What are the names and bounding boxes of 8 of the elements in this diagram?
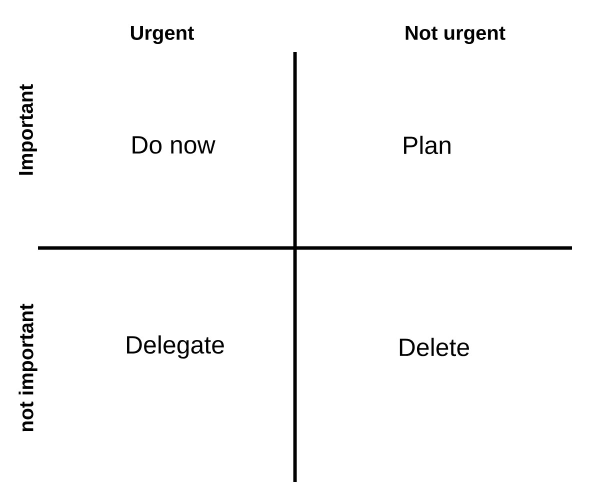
quadrant-label: Delete <box>400 338 470 356</box>
row-heading: Important <box>19 84 37 175</box>
row-heading: not important <box>18 304 38 432</box>
column-heading: Not urgent <box>406 26 506 44</box>
column-heading: Urgent <box>131 26 194 44</box>
quadrant-label: Delegate <box>127 335 224 359</box>
quadrant-label: Plan <box>404 136 450 154</box>
quadrant-label: Do now <box>132 136 216 154</box>
